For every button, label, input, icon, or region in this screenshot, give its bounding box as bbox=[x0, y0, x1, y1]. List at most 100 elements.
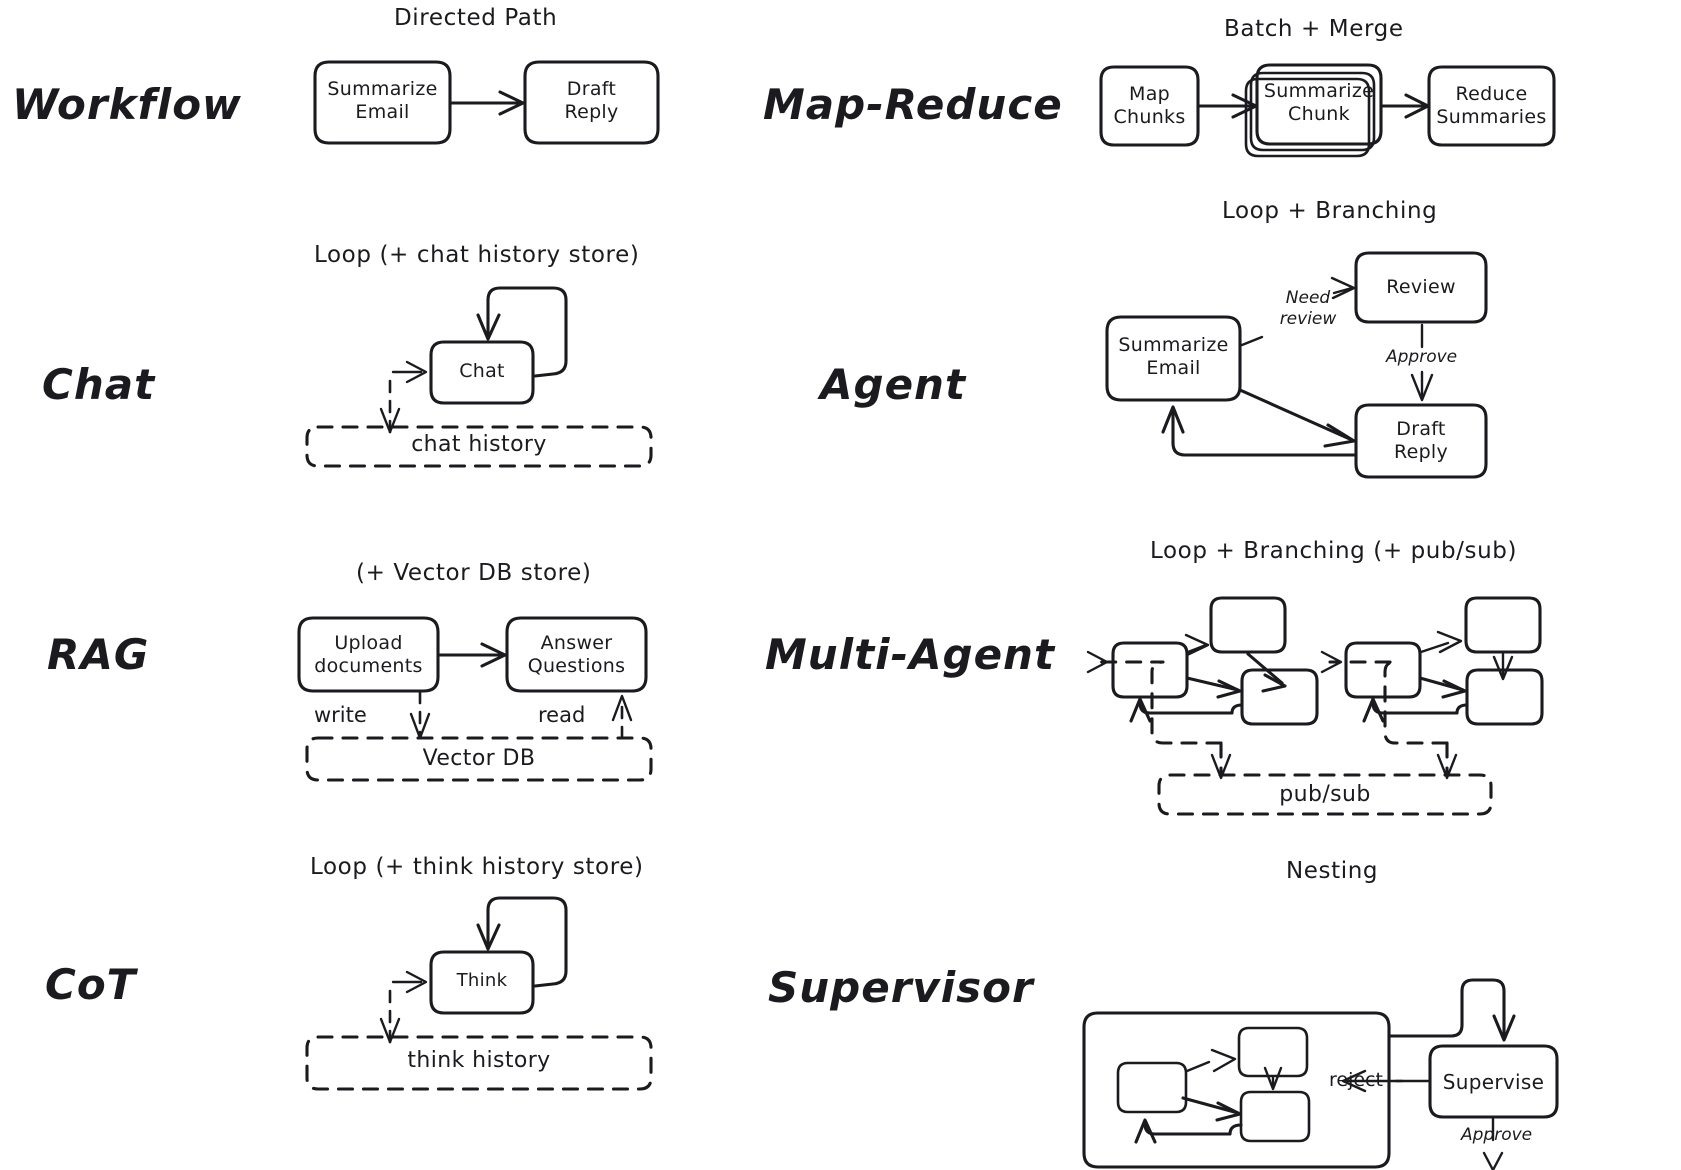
node-draft-reply-shape[interactable] bbox=[523, 60, 660, 145]
supervisor-inner-node-b[interactable] bbox=[1116, 1061, 1188, 1114]
ma-right-arrow-c-to-b bbox=[1362, 697, 1385, 723]
node-label-think: Think bbox=[456, 970, 508, 991]
caption-loop-chat: Loop (+ chat history store) bbox=[314, 242, 640, 268]
arrowhead-chat-history-in bbox=[405, 360, 428, 384]
arrowhead-chat-self-loop bbox=[476, 313, 501, 341]
arrowhead-read-from-store bbox=[611, 694, 633, 722]
node-upload-documents-shape[interactable] bbox=[297, 616, 440, 693]
node-label-review: Review bbox=[1386, 276, 1456, 298]
edge-label-supervise-approve: Approve bbox=[1461, 1125, 1533, 1145]
row-label-multi-agent: Multi-Agent bbox=[765, 630, 1056, 679]
multi-agent-cluster-right bbox=[1320, 596, 1544, 780]
arrowhead-chat-to-history bbox=[379, 407, 401, 434]
edge-group-to-supervise bbox=[1389, 978, 1506, 1038]
supervisor-edge-b-to-c bbox=[1181, 1096, 1240, 1115]
node-supervise-shape[interactable] bbox=[1428, 1044, 1559, 1119]
node-label-summarize-chunk: Summarize Chunk bbox=[1263, 80, 1375, 126]
ma-left-edge-c-to-b-loop bbox=[1138, 701, 1244, 715]
node-label-map-chunks: Map Chunks bbox=[1113, 83, 1186, 129]
edge-label-reject: reject bbox=[1329, 1069, 1383, 1091]
caption-loop-think: Loop (+ think history store) bbox=[310, 854, 644, 880]
edge-label-approve: Approve bbox=[1386, 347, 1458, 367]
store-vector-db-shape[interactable] bbox=[305, 736, 653, 782]
ma-left-dash-down-arrow bbox=[1210, 753, 1232, 780]
agent-diagram bbox=[1105, 251, 1488, 479]
supervisor-inner-node-c[interactable] bbox=[1239, 1090, 1311, 1143]
ma-right-node-b[interactable] bbox=[1344, 641, 1422, 699]
node-label-reduce-summaries: Reduce Summaries bbox=[1436, 83, 1547, 129]
ma-right-arrow-a-to-c bbox=[1492, 655, 1514, 681]
row-label-rag: RAG bbox=[47, 630, 150, 679]
multi-agent-cluster-left bbox=[1086, 596, 1319, 780]
node-summarize-chunk-shape[interactable] bbox=[1255, 63, 1383, 146]
store-label-pub-sub: pub/sub bbox=[1279, 782, 1371, 807]
multi-agent-diagram bbox=[1086, 596, 1544, 816]
node-label-agent-summarize-email: Summarize Email bbox=[1118, 334, 1229, 380]
node-reduce-summaries-shape[interactable] bbox=[1427, 65, 1556, 147]
arrowhead-upload-to-answer bbox=[480, 642, 507, 668]
node-map-chunks-shape[interactable] bbox=[1099, 65, 1200, 147]
arrowhead-summarize-to-draft bbox=[1323, 423, 1356, 448]
cot-diagram bbox=[305, 896, 653, 1091]
node-label-agent-draft-reply: Draft Reply bbox=[1393, 418, 1449, 464]
store-pub-sub-shape[interactable] bbox=[1157, 773, 1493, 816]
node-think-shape[interactable] bbox=[429, 950, 535, 1015]
node-label-upload-documents: Upload documents bbox=[314, 632, 423, 678]
node-agent-summarize-email-shape[interactable] bbox=[1105, 315, 1242, 402]
ma-left-node-b[interactable] bbox=[1111, 641, 1189, 699]
node-label-chat: Chat bbox=[459, 360, 505, 382]
ma-left-dash-in bbox=[1094, 660, 1223, 745]
store-chat-history-shape[interactable] bbox=[305, 425, 653, 468]
store-think-history-shape[interactable] bbox=[305, 1035, 653, 1091]
ma-right-arrow-b-to-a bbox=[1436, 630, 1463, 654]
supervisor-arrow-b-to-a bbox=[1210, 1048, 1237, 1073]
arrowhead-review-to-draft bbox=[1410, 373, 1434, 402]
store-label-chat-history: chat history bbox=[411, 432, 547, 457]
node-agent-draft-reply-shape[interactable] bbox=[1354, 403, 1488, 479]
caption-loop-branching-pubsub: Loop + Branching (+ pub/sub) bbox=[1150, 538, 1518, 564]
ma-left-node-c[interactable] bbox=[1240, 668, 1319, 726]
node-chat-shape[interactable] bbox=[429, 340, 535, 405]
ma-left-arrow-b-to-a bbox=[1184, 633, 1210, 657]
supervisor-edge-c-to-b-loop bbox=[1143, 1122, 1243, 1136]
ma-left-dash-arrowhead bbox=[1086, 650, 1109, 674]
caption-loop-branching: Loop + Branching bbox=[1222, 198, 1438, 224]
node-answer-questions-shape[interactable] bbox=[505, 616, 648, 693]
rag-diagram bbox=[297, 616, 653, 782]
arrowhead-group-to-supervise bbox=[1492, 1014, 1516, 1042]
node-review-shape[interactable] bbox=[1354, 251, 1488, 324]
ma-left-arrow-a-to-c bbox=[1261, 673, 1287, 693]
edge-summarize-to-draft bbox=[1238, 388, 1354, 442]
ma-right-dash-in bbox=[1328, 660, 1449, 745]
workflow-diagram bbox=[313, 60, 660, 145]
ma-left-node-a[interactable] bbox=[1209, 596, 1287, 654]
row-label-supervisor: Supervisor bbox=[768, 963, 1034, 1012]
caption-directed-path: Directed Path bbox=[394, 5, 558, 31]
supervisor-arrow-a-to-c bbox=[1263, 1066, 1283, 1091]
arrowhead-supervise-approve bbox=[1482, 1151, 1504, 1170]
arrowhead-draft-to-summarize bbox=[1161, 405, 1185, 434]
node-label-answer-questions: Answer Questions bbox=[527, 632, 626, 678]
ma-right-node-a[interactable] bbox=[1464, 596, 1542, 654]
ma-right-node-c[interactable] bbox=[1465, 668, 1544, 726]
node-summarize-chunk-stack-mid bbox=[1249, 71, 1376, 152]
arrowhead-summarize-to-reduce bbox=[1404, 93, 1430, 119]
map-reduce-diagram bbox=[1099, 63, 1556, 158]
arrowhead-think-self-loop bbox=[476, 923, 501, 951]
edge-summarize-to-review-arrow bbox=[1332, 286, 1354, 295]
arrowhead-think-to-history bbox=[379, 1017, 401, 1044]
ma-right-edge-c-to-b-loop bbox=[1371, 701, 1469, 715]
node-label-draft-reply: Draft Reply bbox=[564, 78, 619, 124]
supervisor-inner-node-a[interactable] bbox=[1237, 1026, 1309, 1078]
caption-vector-db: (+ Vector DB store) bbox=[356, 560, 592, 586]
edge-summarize-to-review bbox=[1240, 335, 1264, 347]
ma-right-dash-down-arrow bbox=[1436, 753, 1458, 780]
edge-label-need-review: Need review bbox=[1279, 288, 1337, 330]
ma-left-edge-b-to-c bbox=[1185, 676, 1240, 692]
arrowhead-map-to-summarize bbox=[1231, 93, 1258, 119]
arrowhead-supervise-reject bbox=[1341, 1069, 1367, 1093]
supervisor-nested-group-shape[interactable] bbox=[1082, 1011, 1391, 1169]
edge-label-write: write bbox=[314, 703, 367, 727]
node-summarize-email-shape[interactable] bbox=[313, 60, 452, 145]
ma-right-dash-arrowhead bbox=[1320, 650, 1343, 674]
